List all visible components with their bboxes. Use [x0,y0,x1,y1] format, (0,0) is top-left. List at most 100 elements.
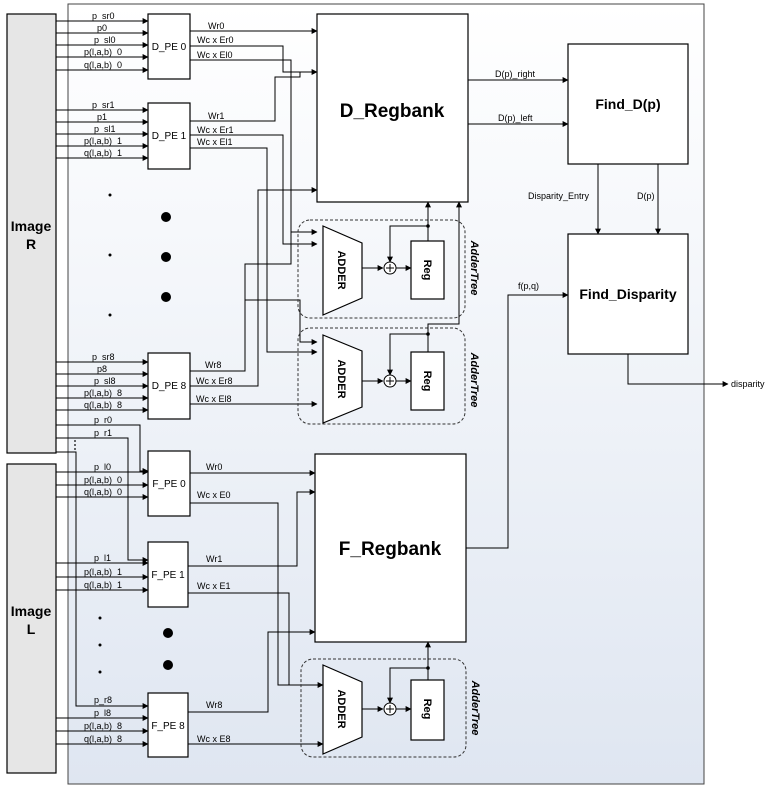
f-pe-8-box [147,692,189,758]
adder-tree-3: ADDER Reg AdderTree [300,641,481,758]
d-pe-1-output-label: Wc x El1 [197,137,233,147]
adder-1-label: ADDER [335,250,347,289]
d-pe-8-input-label: p_sl8 [94,376,116,386]
d-pe-1-input-label: p1 [97,112,107,122]
d-pe-8-output-label: Wc x El8 [196,394,232,404]
d-pe-8-label: D_PE 8 [152,381,187,392]
disparity-output-label: disparity [731,379,765,389]
reg-3-box [410,679,445,741]
f-pe-8-output-label: Wr8 [206,700,222,710]
adder-2-label: ADDER [335,359,347,398]
reg-2-label: Reg [421,371,433,392]
f-pe-wiring [188,470,324,747]
find-disparity-label: Find_Disparity [579,286,676,302]
f-pe-1-output-label: Wr1 [206,554,222,564]
d-pe-1-output-label: Wr1 [208,111,224,121]
dp-right-label: D(p)_right [495,69,536,79]
d-pe-1-label: D_PE 1 [152,131,187,142]
d-pe-1-input-label: q(l,a,b)_1 [84,148,122,158]
image-r-block: Image R [6,13,57,454]
adder-tree-1: ADDER Reg AdderTree [297,201,480,319]
d-pe-8-output-label: Wr8 [205,360,221,370]
d-pe-0-group: p_sr0 p0 p_sl0 p(l,a,b)_0 q(l,a,b)_0 D_P… [56,11,234,80]
d-pe-0-output-label: Wr0 [208,21,224,31]
f-pe-0-label: F_PE 0 [152,479,186,490]
reg-1-label: Reg [421,260,433,281]
d-pe-0-label: D_PE 0 [152,42,187,53]
f-regbank-label: F_Regbank [339,539,442,560]
d-pe-1-input-label: p_sl1 [94,124,116,134]
d-pe-ellipsis [108,193,171,317]
d-pe-0-output-label: Wc x Er0 [197,35,234,45]
f-pe-0-output-label: Wc x E0 [197,490,231,500]
find-dp-label: Find_D(p) [595,96,660,112]
d-pe-8-box [147,352,191,420]
d-pe-0-output-label: Wc x El0 [197,50,233,60]
adder-3-label: ADDER [335,689,347,728]
p-r1-label: p_r1 [94,428,112,438]
fpq-label: f(p,q) [518,281,539,291]
d-pe-8-input-label: q(l,a,b)_8 [84,400,122,410]
f-pe-0-box [147,450,191,517]
f-pe-1-box [147,541,189,608]
d-regbank-box [316,13,469,203]
d-pe-0-input-label: p0 [97,23,107,33]
image-l-label-1: Image [11,603,52,619]
image-l-label-2: L [27,621,36,637]
d-pe-1-input-label: p(l,a,b)_1 [84,136,122,146]
image-r-label-2: R [26,236,36,252]
f-pe-ellipsis [98,616,173,674]
f-pe-8-input-label: p_r8 [94,695,112,705]
f-pe-0-input-label: p(l,a,b)_0 [84,475,122,485]
disparity-entry-label: Disparity_Entry [528,191,590,201]
d-regbank-label: D_Regbank [340,101,445,122]
f-regbank-box [314,453,467,643]
find-disparity-box [567,233,689,355]
adder-1-shape [322,225,363,316]
f-pe-0-input-label: p_l0 [94,462,111,472]
d-pe-8-output-label: Wc x Er8 [196,376,233,386]
adder-tree-3-label: AdderTree [469,680,481,736]
d-pe-8-input-label: p_sr8 [92,352,115,362]
f-pe-8-label: F_PE 8 [151,721,185,732]
d-pe-wiring [190,28,318,407]
image-l-block: Image L [6,463,57,774]
adder-tree-2-label: AdderTree [468,352,480,408]
d-pe-8-input-label: p(l,a,b)_8 [84,388,122,398]
d-pe-0-input-label: p_sr0 [92,11,115,21]
reg-2-box [410,351,445,411]
d-pe-1-output-label: Wc x Er1 [197,125,234,135]
f-pe-1-label: F_PE 1 [151,570,185,581]
d-pe-1-box [147,102,191,170]
dp-label: D(p) [637,191,655,201]
find-dp-box [567,43,689,165]
f-pe-0-input-label: q(l,a,b)_0 [84,487,122,497]
d-pe-0-input-label: p(l,a,b)_0 [84,47,122,57]
f-pe-0-group: p_l0 p(l,a,b)_0 q(l,a,b)_0 F_PE 0 Wr0 Wc… [56,450,231,517]
adder-tree-1-label: AdderTree [468,240,480,296]
dp-left-label: D(p)_left [498,113,533,123]
d-pe-0-input-label: p_sl0 [94,35,116,45]
f-pe-1-input-label: p(l,a,b)_1 [84,567,122,577]
adder-3-shape [322,664,363,755]
image-r-label-1: Image [11,218,52,234]
f-pe-1-input-label: p_l1 [94,553,111,563]
f-pe-8-output-label: Wc x E8 [197,734,231,744]
f-pe-1-group: p_l1 p(l,a,b)_1 q(l,a,b)_1 F_PE 1 Wr1 Wc… [56,541,231,608]
output-wiring: D(p)_right D(p)_left Disparity_Entry D(p… [466,69,765,549]
d-pe-0-input-label: q(l,a,b)_0 [84,60,122,70]
f-pe-8-input-label: q(l,a,b)_8 [84,734,122,744]
f-pe-8-input-label: p(l,a,b)_8 [84,721,122,731]
d-pe-8-input-label: p8 [97,364,107,374]
f-pe-0-output-label: Wr0 [206,462,222,472]
p-r0-label: p_r0 [94,415,112,425]
adder-tree-2: ADDER Reg AdderTree [297,201,480,425]
f-pe-8-input-label: p_l8 [94,708,111,718]
d-pe-8-group: p_sr8 p8 p_sl8 p(l,a,b)_8 q(l,a,b)_8 D_P… [56,352,233,420]
f-pe-8-group: p_r8 p_l8 p(l,a,b)_8 q(l,a,b)_8 F_PE 8 W… [56,692,231,758]
d-pe-1-group: p_sr1 p1 p_sl1 p(l,a,b)_1 q(l,a,b)_1 D_P… [56,100,234,170]
reg-3-label: Reg [421,699,433,720]
adder-2-shape [322,334,363,424]
f-pe-1-input-label: q(l,a,b)_1 [84,580,122,590]
